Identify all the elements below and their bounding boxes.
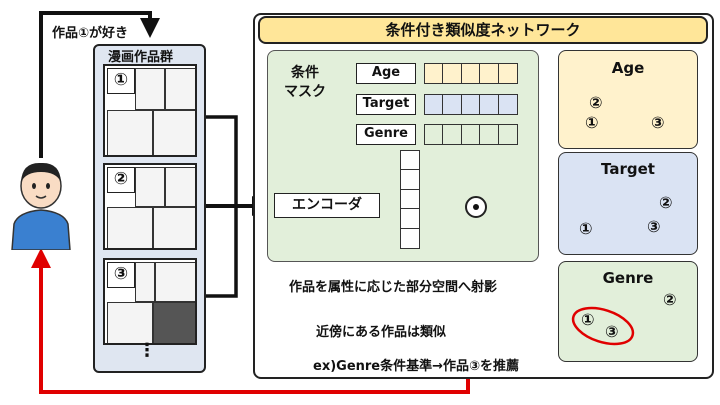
point-3: ③ (651, 113, 665, 132)
subspace-target-title: Target (601, 160, 655, 178)
point-3: ③ (647, 217, 661, 236)
recommend-caption: ex)Genre条件基準→作品③を推薦 (313, 359, 520, 374)
point-1: ① (579, 219, 593, 238)
point-1: ① (581, 310, 595, 329)
mask-target-label: Target (356, 94, 416, 115)
recommend-arrow (31, 248, 470, 394)
point-2: ② (659, 193, 673, 212)
collection-title: 漫画作品群 (108, 50, 174, 65)
manga-item-3[interactable]: ③ (103, 258, 197, 345)
manga-number: ② (107, 167, 135, 193)
point-2: ② (663, 290, 677, 309)
network-title: 条件付き類似度ネットワーク (258, 16, 708, 44)
like-label: 作品①が好き (52, 26, 129, 41)
manga-item-1[interactable]: ① (103, 64, 197, 157)
subspace-age-title: Age (611, 59, 645, 77)
manga-1-link (197, 115, 238, 206)
bubble-line-1: 作品を属性に応じた部分空間へ射影 (289, 280, 498, 295)
manga-number: ① (107, 68, 135, 94)
point-2: ② (589, 93, 603, 112)
subspace-target: Target ② ① ③ (558, 152, 698, 255)
mask-genre-label: Genre (356, 124, 416, 145)
point-3: ③ (605, 322, 619, 341)
point-1: ① (585, 113, 599, 132)
mask-genre-cells (423, 124, 518, 145)
like-arrow (39, 11, 160, 158)
subspace-age: Age ② ① ③ (558, 50, 698, 149)
bubble-line-2: 近傍にある作品は類似 (316, 325, 447, 340)
elementwise-product-icon (465, 196, 487, 218)
mask-label: 条件 マスク (284, 65, 326, 100)
mask-age-cells (423, 63, 518, 84)
subspace-genre: Genre ② ① ③ (558, 261, 698, 362)
user-icon (11, 162, 71, 250)
highlight-ellipse (571, 306, 635, 346)
subspace-genre-title: Genre (602, 269, 654, 287)
more-items-indicator: ⋮ (138, 340, 156, 361)
mask-age-label: Age (356, 63, 416, 84)
mask-target-cells (423, 94, 518, 115)
manga-3-link (197, 206, 238, 298)
encoder-block: エンコーダ (274, 193, 380, 218)
manga-number: ③ (107, 262, 135, 288)
manga-item-2[interactable]: ② (103, 163, 197, 250)
embedding-vector (400, 149, 420, 249)
